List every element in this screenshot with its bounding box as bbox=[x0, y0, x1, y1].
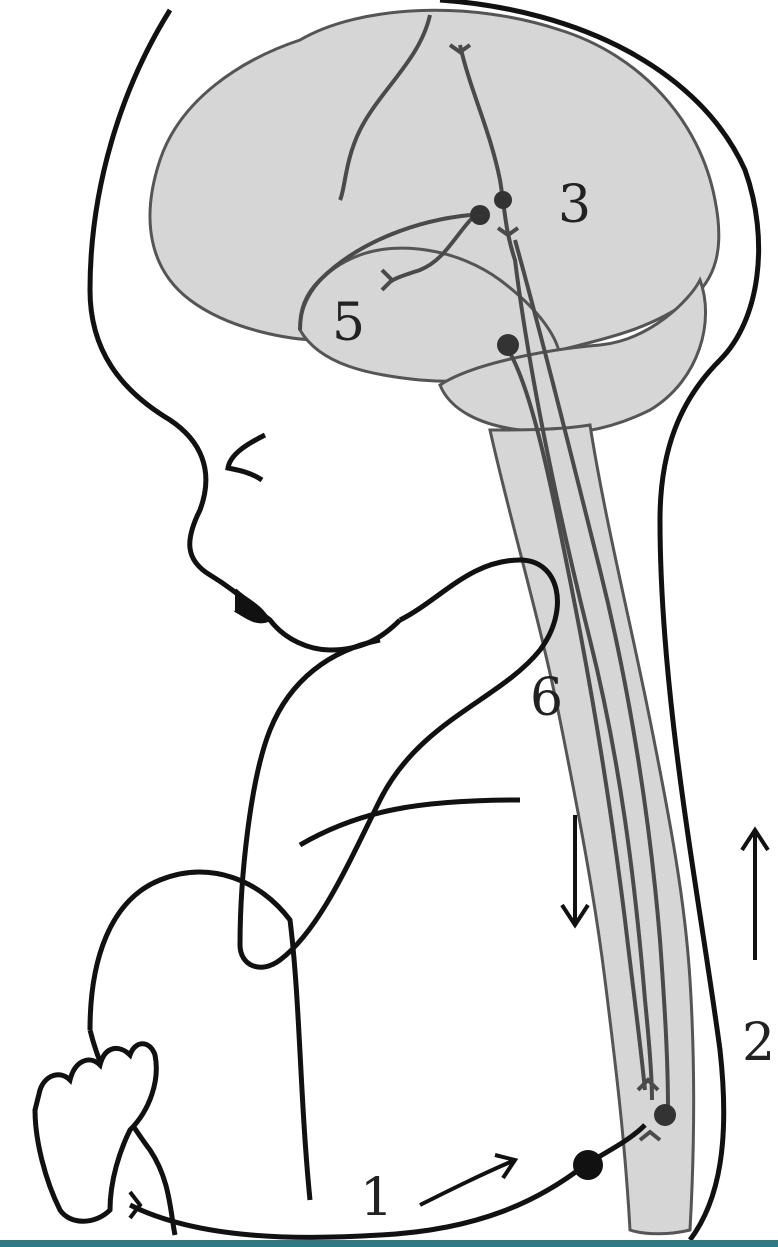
label-6: 6 bbox=[530, 668, 563, 728]
forearm-outline bbox=[240, 640, 380, 945]
mouth bbox=[235, 590, 268, 621]
arrow-up-icon bbox=[742, 830, 768, 960]
label-3: 3 bbox=[558, 175, 591, 235]
bottom-accent-strip bbox=[0, 1240, 778, 1247]
hand-line bbox=[300, 800, 520, 845]
curved-arrow-icon bbox=[420, 1155, 515, 1205]
neuron-body-cortex-b bbox=[470, 205, 490, 225]
label-5: 5 bbox=[332, 293, 365, 353]
eye bbox=[228, 435, 265, 480]
neuron-body-sensory bbox=[573, 1150, 603, 1180]
label-2: 2 bbox=[742, 1013, 775, 1073]
neuron-body-deep bbox=[497, 334, 519, 356]
neuron-body-spinal bbox=[654, 1104, 676, 1126]
neuron-body-cortex-a bbox=[494, 191, 512, 209]
label-1: 1 bbox=[360, 1168, 393, 1228]
